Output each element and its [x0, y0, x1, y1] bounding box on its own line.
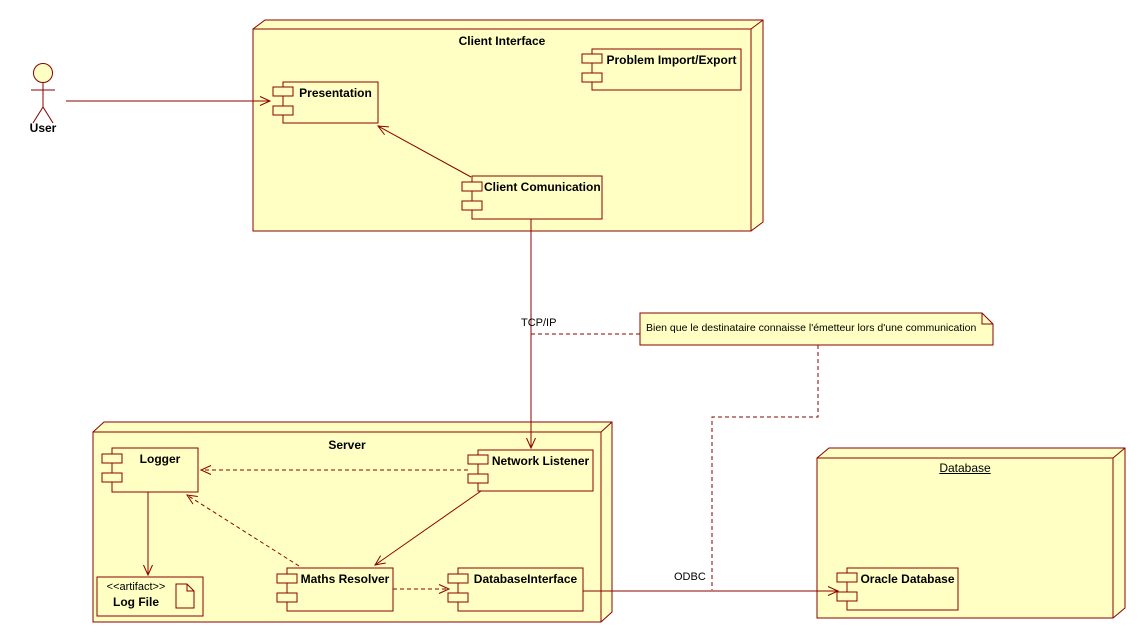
node-client-interface-title: Client Interface — [458, 34, 546, 48]
component-icon — [101, 453, 123, 464]
connector-resolver-to-logger[interactable] — [185, 494, 300, 567]
component-client-comunication[interactable] — [461, 175, 603, 220]
connector-comunication-to-presentation[interactable] — [376, 125, 472, 178]
component-icon — [461, 181, 483, 192]
component-oracle-database[interactable] — [836, 567, 959, 611]
node-database[interactable] — [816, 447, 1126, 619]
component-icon — [461, 200, 483, 211]
actor-head — [33, 63, 53, 83]
component-icon — [276, 592, 298, 603]
component-maths-resolver[interactable] — [276, 567, 394, 612]
component-database-interface[interactable] — [447, 567, 584, 612]
component-icon — [101, 472, 123, 483]
component-icon — [581, 72, 603, 83]
component-icon — [467, 454, 489, 465]
note-fold-icon — [981, 313, 993, 325]
component-icon — [272, 105, 294, 116]
component-icon — [276, 573, 298, 584]
component-icon — [836, 572, 858, 583]
component-database-interface-label: DatabaseInterface — [473, 572, 578, 586]
component-presentation-label: Presentation — [299, 86, 372, 100]
component-icon — [467, 473, 489, 484]
document-icon — [175, 583, 195, 609]
component-icon — [447, 592, 469, 603]
component-icon — [447, 573, 469, 584]
actor-user-label: User — [29, 121, 57, 135]
note-anchor-odbc[interactable] — [711, 345, 819, 590]
node-database-title: Database — [939, 461, 991, 475]
odbc-label: ODBC — [674, 571, 706, 583]
component-client-comunication-label: Client Comunication — [484, 180, 601, 194]
component-logger[interactable] — [101, 447, 199, 493]
component-icon — [272, 86, 294, 97]
artifact-stereotype-label: <<artifact>> — [106, 581, 166, 593]
document-icon-fold — [186, 584, 194, 592]
component-network-listener-label: Network Listener — [491, 454, 590, 468]
artifact-name-label: Log File — [113, 595, 159, 609]
component-network-listener[interactable] — [467, 449, 594, 492]
tcp-ip-label: TCP/IP — [521, 317, 557, 329]
component-maths-resolver-label: Maths Resolver — [300, 572, 390, 586]
node-server-title: Server — [328, 438, 366, 452]
note-text: Bien que le destinataire connaisse l'éme… — [646, 322, 977, 334]
component-icon — [836, 591, 858, 602]
component-logger-label: Logger — [139, 452, 181, 466]
component-icon — [581, 53, 603, 64]
connector-listener-to-resolver[interactable] — [374, 490, 482, 566]
component-presentation[interactable] — [272, 81, 379, 124]
artifact-log-file[interactable] — [96, 576, 204, 617]
component-oracle-database-label: Oracle Database — [860, 572, 955, 586]
component-problem-import-export-label: Problem Import/Export — [606, 53, 737, 67]
actor-user[interactable] — [31, 63, 55, 124]
note[interactable] — [639, 312, 994, 346]
component-problem-import-export[interactable] — [581, 48, 742, 91]
